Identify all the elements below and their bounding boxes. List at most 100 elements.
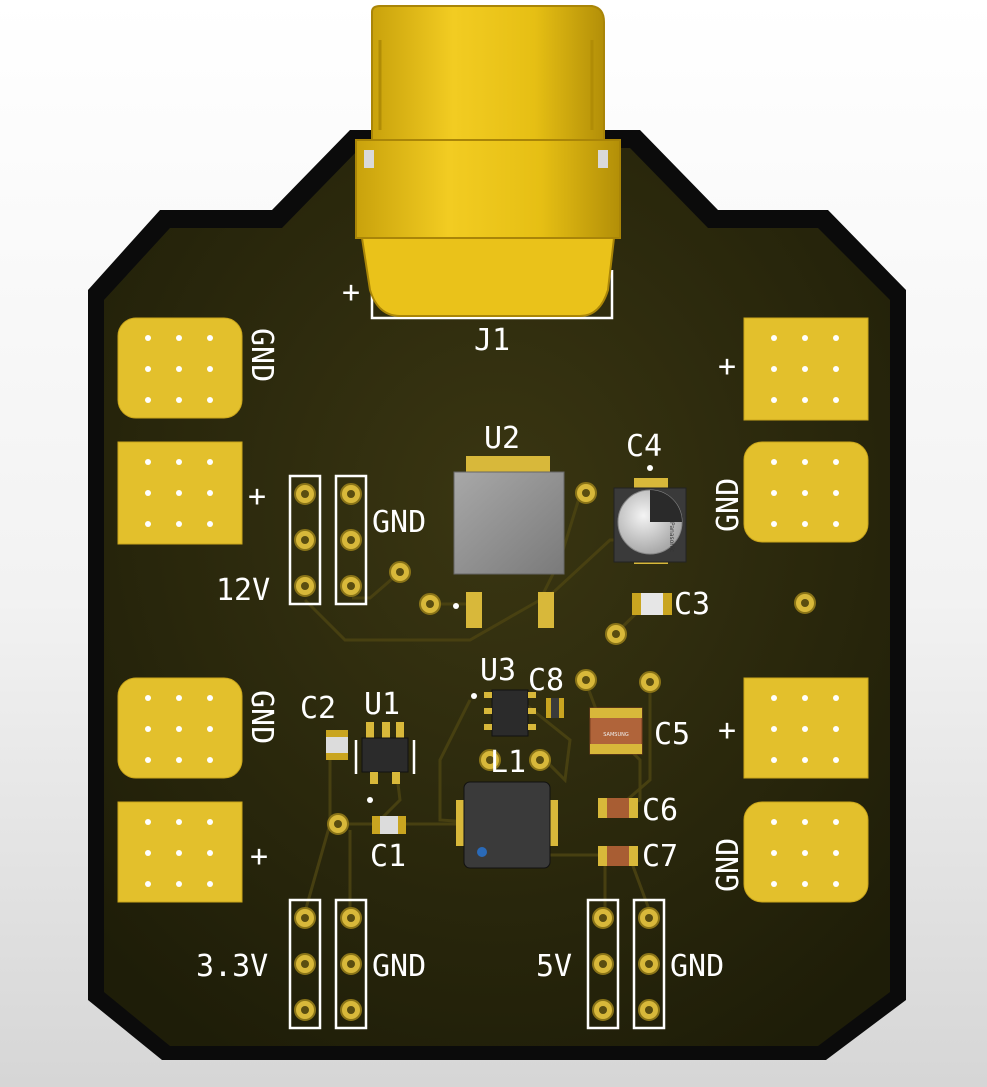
c5-label: C5 (654, 717, 690, 752)
pad-via-dot (833, 819, 839, 825)
pad-via-dot (207, 850, 213, 856)
pad-via-dot (145, 726, 151, 732)
c7-capacitor (598, 846, 638, 866)
silkscreen-labels: + J1 U2 C4 C3 GND 12V U3 C8 C2 U1 L1 C5 … (196, 275, 746, 984)
pad-via-dot (802, 335, 808, 341)
pad-via-dot (207, 726, 213, 732)
c4-label: C4 (626, 429, 662, 464)
pad-via-dot (145, 521, 151, 527)
pad-via-dot (176, 459, 182, 465)
pad-plus-top-right-label: + (718, 349, 736, 384)
pad-via-dot (771, 881, 777, 887)
pad-via-dot (802, 490, 808, 496)
pad-via-dot (833, 881, 839, 887)
c1-label: C1 (370, 839, 406, 874)
pad-via-dot (833, 490, 839, 496)
pad-via-dot (176, 335, 182, 341)
u3-ic (471, 689, 536, 737)
pad-via-dot (802, 819, 808, 825)
board-vias (327, 482, 816, 835)
c8-label: C8 (528, 663, 564, 698)
pad-via-dot (833, 397, 839, 403)
u3-label: U3 (480, 653, 516, 688)
c3-label: C3 (674, 587, 710, 622)
pad-via-dot (207, 881, 213, 887)
pad-via-dot (145, 366, 151, 372)
pad-via-dot (207, 335, 213, 341)
pad-via-dot (207, 819, 213, 825)
pad-gnd-upper-right-label: GND (711, 478, 746, 532)
pad-via-dot (771, 757, 777, 763)
pad-via-dot (802, 366, 808, 372)
pad-via-dot (802, 757, 808, 763)
pad-via-dot (145, 490, 151, 496)
pad-via-dot (833, 521, 839, 527)
c6-label: C6 (642, 793, 678, 828)
pad-via-dot (771, 850, 777, 856)
pad-via-dot (176, 490, 182, 496)
pad-via-dot (176, 397, 182, 403)
pad-plus-bottom-left-label: + (250, 839, 268, 874)
c8-capacitor (546, 698, 564, 718)
header-5v-gnd-label: GND (670, 949, 724, 984)
c4-capacitor: Panasonic (613, 465, 687, 564)
pad-via-dot (207, 397, 213, 403)
pad-plus-lower-right-label: + (718, 713, 736, 748)
pad-via-dot (176, 695, 182, 701)
l1-label: L1 (490, 745, 526, 780)
pad-via-dot (771, 726, 777, 732)
c5-capacitor: SAMSUNG (589, 707, 643, 755)
pad-gnd-top-left-label: GND (244, 328, 279, 382)
pad-via-dot (833, 459, 839, 465)
pad-plus-mid-left-label: + (248, 479, 266, 514)
c5-brand-text: SAMSUNG (603, 732, 629, 738)
c1-capacitor (372, 816, 406, 834)
pad-via-dot (207, 757, 213, 763)
board-surface (104, 148, 890, 1046)
u1-ic (354, 722, 416, 803)
pad-via-dot (802, 521, 808, 527)
pad-via-dot (207, 366, 213, 372)
pad-via-dot (771, 695, 777, 701)
pad-via-dot (145, 397, 151, 403)
pad-via-dot (145, 459, 151, 465)
l1-inductor (456, 781, 558, 869)
c2-capacitor (326, 730, 348, 760)
pad-via-dot (145, 757, 151, 763)
pad-via-dot (145, 881, 151, 887)
c3-capacitor (632, 593, 672, 615)
pad-via-dot (771, 459, 777, 465)
u2-regulator (453, 456, 565, 628)
pad-via-dot (802, 695, 808, 701)
j1-plus-label: + (342, 275, 360, 310)
header-5v (586, 898, 666, 1030)
pad-vias (145, 335, 839, 887)
c4-brand-text: Panasonic (668, 522, 675, 552)
pad-via-dot (207, 521, 213, 527)
pad-via-dot (176, 850, 182, 856)
pad-via-dot (176, 366, 182, 372)
pad-via-dot (771, 521, 777, 527)
pad-via-dot (145, 335, 151, 341)
c6-capacitor (598, 798, 638, 818)
pad-via-dot (207, 490, 213, 496)
pad-via-dot (207, 459, 213, 465)
header-5v-label: 5V (536, 949, 572, 984)
pad-via-dot (207, 695, 213, 701)
pad-via-dot (176, 881, 182, 887)
pad-via-dot (833, 335, 839, 341)
header-3v3-label: 3.3V (196, 949, 268, 984)
pad-via-dot (176, 819, 182, 825)
pad-via-dot (802, 726, 808, 732)
j1-label: J1 (474, 323, 510, 358)
pad-gnd-bottom-right-label: GND (711, 838, 746, 892)
c2-label: C2 (300, 691, 336, 726)
pad-via-dot (802, 850, 808, 856)
pad-via-dot (771, 819, 777, 825)
pad-via-dot (176, 726, 182, 732)
header-12v-gnd-label: GND (372, 505, 426, 540)
header-3v3-gnd-label: GND (372, 949, 426, 984)
pad-via-dot (771, 366, 777, 372)
pad-via-dot (802, 459, 808, 465)
